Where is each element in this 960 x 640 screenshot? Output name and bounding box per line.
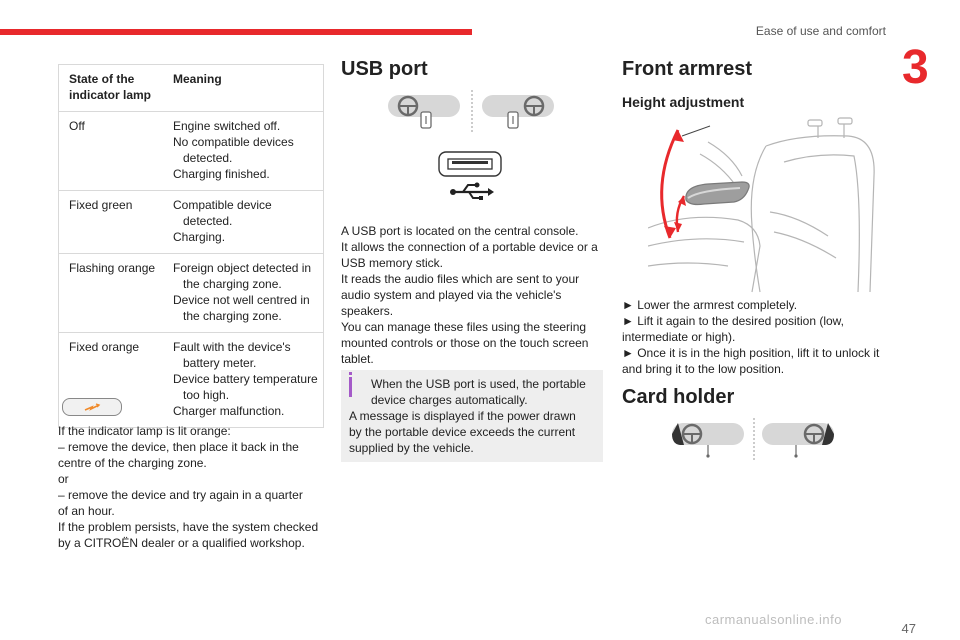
table-header-meaning: Meaning [173,72,222,86]
table-cell-state: Fixed green [69,198,133,212]
usb-line: A USB port is located on the central con… [341,224,579,238]
indicator-lamp-table: State of the indicator lamp Meaning Off … [58,64,324,428]
meaning-line: Engine switched off. [173,119,281,133]
table-header-state: State of the indicator lamp [69,72,152,102]
meaning-line: Foreign object detected in the charging … [173,261,312,291]
dashboard-location-icon [388,90,554,132]
charging-lamp-icon [62,398,122,416]
usb-description: A USB port is located on the central con… [341,223,598,367]
table-cell-meaning: Foreign object detected in the charging … [163,254,321,332]
table-row: Fixed green Compatible device detected. … [59,190,323,253]
usb-line: It allows the connection of a portable d… [341,240,598,254]
usb-line: mounted controls or those on the touch s… [341,336,589,350]
chapter-number: 3 [902,41,929,94]
meaning-line: Charging. [173,230,226,244]
meaning-line: Device not well centred in the charging … [173,293,310,323]
usb-info-note: When the USB port is used, the portable … [341,370,603,462]
instruction-line: or [58,472,69,486]
usb-port-heading: USB port [341,58,428,80]
table-cell-state: Flashing orange [69,261,156,275]
armrest-step: intermediate or high). [622,330,736,344]
armrest-step: and bring it to the low position. [622,362,785,376]
info-line: device charges automatically. [371,393,528,407]
info-line: When the USB port is used, the portable [371,377,586,391]
instruction-line: – remove the device and try again in a q… [58,488,303,502]
meaning-line: Compatible device detected. [173,198,272,228]
page-number: 47 [901,621,916,636]
instruction-line: of an hour. [58,504,115,518]
meaning-line: Device battery temperature too high. [173,372,318,402]
instruction-line: If the indicator lamp is lit orange: [58,424,231,438]
meaning-line: Fault with the device's battery meter. [173,340,291,370]
table-row: Fixed orange Fault with the device's bat… [59,332,323,427]
usb-port-icon [438,151,502,200]
usb-line: You can manage these files using the ste… [341,320,587,334]
armrest-step: ► Lift it again to the desired position … [622,314,844,328]
usb-line: speakers. [341,304,394,318]
table-cell-state: Fixed orange [69,340,140,354]
armrest-step: ► Lower the armrest completely. [622,298,798,312]
orange-lamp-instructions: If the indicator lamp is lit orange: – r… [58,423,318,551]
usb-line: USB memory stick. [341,256,444,270]
card-holder-heading: Card holder [622,386,735,408]
info-line: by the portable device exceeds the curre… [349,425,576,439]
armrest-step: ► Once it is in the high position, lift … [622,346,880,360]
card-holder-location-icon [672,418,834,460]
info-icon [349,372,352,375]
section-title: Ease of use and comfort [755,24,886,38]
front-armrest-heading: Front armrest [622,58,753,80]
table-row: Flashing orange Foreign object detected … [59,253,323,332]
table-cell-meaning: Engine switched off. No compatible devic… [163,112,321,190]
table-header-row: State of the indicator lamp Meaning [59,65,323,111]
table-cell-meaning: Fault with the device's battery meter. D… [163,333,321,427]
armrest-seat-illustration [648,117,875,293]
usb-line: tablet. [341,352,374,366]
armrest-steps: ► Lower the armrest completely. ► Lift i… [622,297,879,377]
height-adjustment-heading: Height adjustment [622,94,745,110]
instruction-line: by a CITROËN dealer or a qualified works… [58,536,305,550]
table-row: Off Engine switched off. No compatible d… [59,111,323,190]
instruction-line: – remove the device, then place it back … [58,440,299,454]
instruction-line: If the problem persists, have the system… [58,520,319,534]
watermark: carmanualsonline.info [705,612,842,627]
info-line: supplied by the vehicle. [349,441,474,455]
table-cell-meaning: Compatible device detected. Charging. [163,191,321,253]
table-cell-state: Off [69,119,85,133]
instruction-line: centre of the charging zone. [58,456,207,470]
header-accent-bar [0,29,472,35]
info-line: A message is displayed if the power draw… [349,409,576,423]
meaning-line: Charging finished. [173,167,270,181]
usb-line: It reads the audio files which are sent … [341,272,580,286]
usb-line: audio system and played via the vehicle'… [341,288,562,302]
meaning-line: Charger malfunction. [173,404,285,418]
meaning-line: No compatible devices detected. [173,135,294,165]
info-icon-bar [349,377,352,397]
